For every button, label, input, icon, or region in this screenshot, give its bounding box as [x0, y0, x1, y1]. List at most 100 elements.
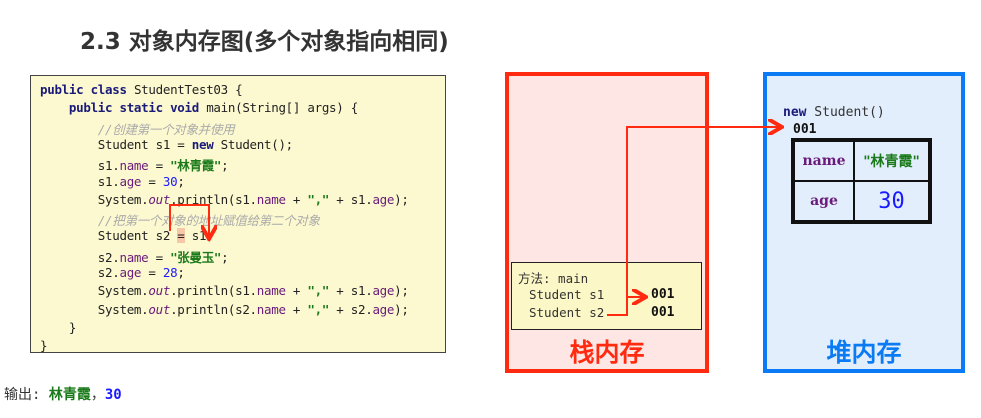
code-token: name [119, 249, 149, 265]
code-token: = [141, 265, 163, 280]
var-s1: Student s1 [529, 287, 605, 302]
code-token: } [40, 319, 77, 335]
code-token: 28 [162, 265, 178, 280]
code-token: "," [307, 283, 330, 299]
method-label: 方法: main [518, 271, 589, 286]
code-token: ); [394, 283, 409, 299]
code-line: //创建第一个对象并使用 [40, 119, 235, 138]
stack-memory-label: 栈内存 [569, 338, 645, 367]
code-token: ); [394, 301, 409, 317]
code-token: s1. [40, 158, 120, 174]
program-output: 输出: 林青霞，30 [4, 384, 122, 404]
code-token: "张曼玉" [170, 249, 222, 265]
code-token: "林青霞" [170, 158, 222, 174]
code-line: } [40, 319, 77, 335]
output-sep: ， [90, 387, 105, 403]
code-token: 30 [162, 173, 178, 189]
code-token: name [256, 191, 286, 207]
code-token: //创建第一个对象并使用 [97, 121, 235, 137]
code-token: new [191, 136, 221, 152]
code-token: "," [307, 301, 330, 317]
code-token: age [372, 283, 395, 299]
code-token: s1. [40, 173, 120, 189]
code-token: name [119, 158, 149, 174]
code-line: public static void main(String[] args) { [40, 100, 358, 115]
field-name-label: name [794, 141, 854, 181]
reference-arrow-to-heap [607, 127, 780, 316]
code-token: System. [40, 191, 149, 207]
slide-title: 2.3 对象内存图(多个对象指向相同) [80, 29, 449, 55]
object-address: 001 [793, 122, 817, 137]
code-line: Student s1 = new Student(); [40, 137, 293, 152]
code-token: + s1. [329, 283, 373, 299]
code-token: + s2. [329, 301, 373, 317]
output-name: 林青霞 [48, 387, 91, 403]
code-token: StudentTest03 { [133, 82, 243, 97]
code-token: = [148, 249, 171, 265]
s2-address: 001 [651, 305, 675, 320]
field-name-value: "林青霞" [854, 141, 929, 181]
code-token: age [372, 301, 395, 317]
student-object: name "林青霞" age 30 [791, 138, 932, 224]
var-s2: Student s2 [529, 305, 605, 320]
code-token: ; [177, 173, 185, 189]
code-token: main(String[] args) { [206, 100, 358, 116]
code-token: Student s1 = [40, 136, 192, 152]
field-age-label: age [794, 181, 854, 221]
main-method-frame: 方法: main Student s1 Student s2 001 001 [511, 262, 702, 330]
code-token: + [285, 283, 308, 299]
code-token: = [177, 228, 185, 244]
code-token: .println(s2. [170, 301, 257, 317]
s1-address: 001 [651, 287, 675, 302]
code-token: out [148, 301, 171, 317]
code-token: .println(s1. [170, 191, 257, 207]
code-token: System. [40, 283, 149, 299]
code-token: ; [221, 249, 229, 265]
code-token: + [285, 191, 308, 207]
output-label: 输出: [4, 387, 49, 403]
code-token: public static void [68, 100, 207, 116]
code-token: + s1. [329, 191, 373, 207]
code-line: s2.age = 28; [40, 265, 185, 280]
code-token: age [119, 173, 142, 189]
code-token: } [40, 338, 48, 354]
code-token: Student(); [220, 136, 294, 152]
code-line: System.out.println(s1.name + "," + s1.ag… [40, 192, 409, 207]
field-age-value: 30 [854, 181, 929, 221]
code-token: .println(s1. [170, 283, 257, 299]
code-line: s1.age = 30; [40, 174, 185, 189]
code-token: public class [40, 82, 134, 97]
code-line: } [40, 338, 48, 354]
new-keyword: new [783, 105, 807, 120]
code-token: Student s2 [40, 228, 178, 244]
code-line: System.out.println(s1.name + "," + s1.ag… [40, 283, 409, 298]
code-token: s2. [40, 265, 120, 280]
code-token: age [119, 265, 142, 280]
code-token: out [148, 283, 171, 299]
code-token: + [285, 301, 308, 317]
code-token: name [256, 283, 286, 299]
heap-memory-label: 堆内存 [826, 338, 902, 367]
code-token: ); [394, 191, 409, 207]
code-token: = [141, 173, 163, 189]
code-line: System.out.println(s2.name + "," + s2.ag… [40, 302, 409, 317]
code-token: "," [307, 191, 330, 207]
code-token: ; [221, 158, 229, 174]
code-token: out [148, 191, 171, 207]
code-block: public class StudentTest03 { public stat… [30, 75, 446, 353]
new-student-label: new Student() [783, 105, 885, 120]
code-token: name [256, 301, 286, 317]
code-line: public class StudentTest03 { [40, 82, 243, 97]
code-token: ; [177, 265, 185, 280]
assignment-arrow [169, 204, 209, 237]
constructor-text: Student() [806, 105, 885, 120]
code-token: System. [40, 301, 149, 317]
output-age: 30 [104, 387, 122, 403]
code-token: age [372, 191, 395, 207]
code-token: s2. [40, 249, 120, 265]
age-value: 30 [878, 188, 905, 214]
code-line: s2.name = "张曼玉"; [40, 247, 229, 266]
code-token: = [148, 158, 171, 174]
code-line: s1.name = "林青霞"; [40, 155, 229, 174]
